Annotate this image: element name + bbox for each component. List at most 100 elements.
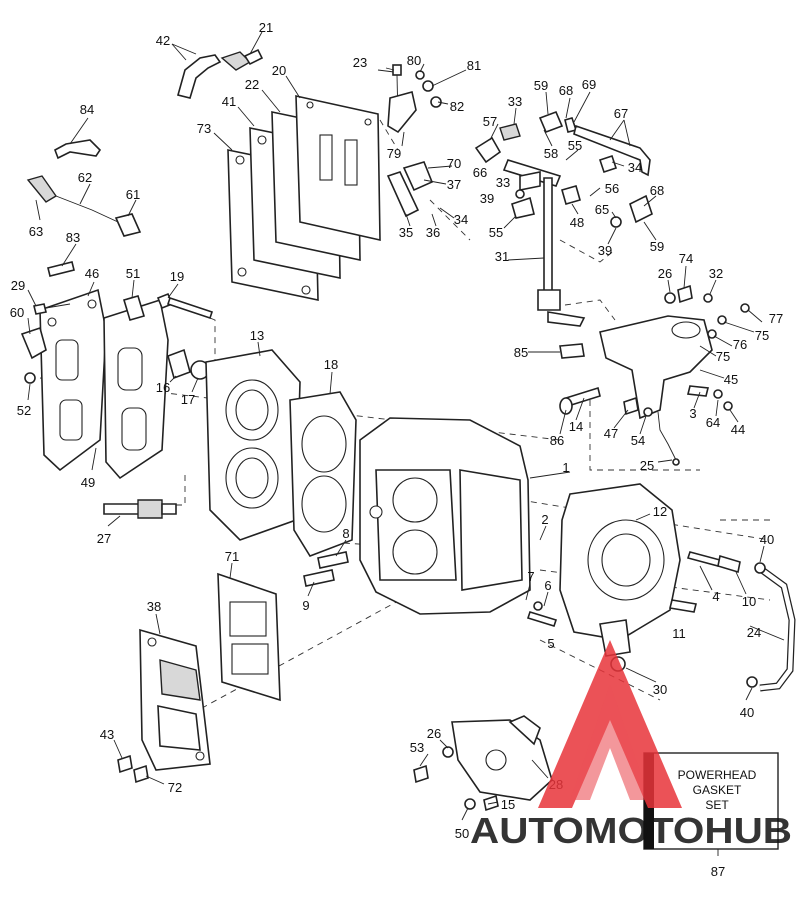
gasket-set-line2: GASKET: [693, 783, 742, 797]
link-25: [657, 411, 680, 466]
watermark-logo: AUTOMOTOHUB: [470, 640, 792, 851]
callout-74: 74: [679, 251, 693, 266]
bolt-11: [669, 599, 697, 613]
callout-75: 75: [716, 349, 730, 364]
callout-59: 59: [534, 78, 548, 93]
hose-24: [746, 562, 796, 692]
callout-63: 63: [29, 224, 43, 239]
small-hardware-80-82: [387, 70, 442, 134]
callout-45: 45: [724, 372, 738, 387]
callout-85: 85: [514, 345, 528, 360]
callout-58: 58: [544, 146, 558, 161]
callout-41: 41: [222, 94, 236, 109]
callout-77: 77: [769, 311, 783, 326]
callout-33: 33: [508, 94, 522, 109]
callout-46: 46: [85, 266, 99, 281]
callout-51: 51: [126, 266, 140, 281]
callout-32: 32: [709, 266, 723, 281]
callout-33: 33: [496, 175, 510, 190]
callout-80: 80: [407, 53, 421, 68]
callout-29: 29: [11, 278, 25, 293]
callout-53: 53: [410, 740, 424, 755]
hardware-3-64-44: [687, 385, 733, 411]
callout-87: 87: [711, 864, 725, 879]
callout-11: 11: [672, 626, 686, 641]
watermark-triangle-outer: [538, 640, 682, 808]
callout-48: 48: [570, 215, 584, 230]
callout-14: 14: [569, 419, 583, 434]
leader-lines: [27, 31, 785, 856]
callout-26: 26: [427, 726, 441, 741]
callout-22: 22: [245, 77, 259, 92]
callout-44: 44: [731, 422, 745, 437]
throttle-linkage: [386, 110, 653, 327]
callout-84: 84: [80, 102, 94, 117]
cylinder-block-1: [359, 417, 531, 615]
callout-64: 64: [706, 415, 720, 430]
callout-55: 55: [489, 225, 503, 240]
callout-4: 4: [712, 589, 719, 604]
callout-40: 40: [760, 532, 774, 547]
gasket-set-line3: SET: [705, 798, 729, 812]
callout-83: 83: [66, 230, 80, 245]
callout-10: 10: [742, 594, 756, 609]
dowel-pins-8-9: [303, 551, 349, 587]
callout-31: 31: [495, 249, 509, 264]
callout-59: 59: [650, 239, 664, 254]
callout-15: 15: [501, 797, 515, 812]
pin-14-86: [559, 386, 601, 415]
callout-1: 1: [562, 460, 569, 475]
callout-37: 37: [447, 177, 461, 192]
callout-43: 43: [100, 727, 114, 742]
intake-manifold-38: [139, 628, 211, 771]
bypass-cover-28: [451, 715, 553, 801]
callout-60: 60: [10, 305, 24, 320]
callout-24: 24: [747, 625, 761, 640]
callout-38: 38: [147, 599, 161, 614]
callout-79: 79: [387, 146, 401, 161]
bolt-4: [686, 551, 741, 574]
watermark-text: AUTOMOTOHUB: [470, 810, 792, 851]
callout-49: 49: [81, 475, 95, 490]
bolt-5: [526, 601, 558, 627]
bracket-45: [599, 315, 713, 420]
callout-30: 30: [653, 682, 667, 697]
callout-42: 42: [156, 33, 170, 48]
callout-69: 69: [582, 77, 596, 92]
callout-13: 13: [250, 328, 264, 343]
callout-25: 25: [640, 458, 654, 473]
callout-23: 23: [353, 55, 367, 70]
callout-65: 65: [595, 202, 609, 217]
callout-2: 2: [541, 512, 548, 527]
callout-56: 56: [605, 181, 619, 196]
callout-70: 70: [447, 156, 461, 171]
link-85: [559, 343, 585, 359]
crankcase-12: [559, 483, 681, 657]
callout-27: 27: [97, 531, 111, 546]
callout-3: 3: [689, 406, 696, 421]
sensor-harness-62: [26, 139, 142, 237]
callout-21: 21: [259, 20, 273, 35]
callout-12: 12: [653, 504, 667, 519]
callout-7: 7: [527, 569, 534, 584]
callout-35: 35: [399, 225, 413, 240]
callout-66: 66: [473, 165, 487, 180]
callout-8: 8: [342, 526, 349, 541]
exhaust-cover-46: [39, 288, 107, 472]
callout-26: 26: [658, 266, 672, 281]
callout-75: 75: [755, 328, 769, 343]
callout-39: 39: [480, 191, 494, 206]
callout-47: 47: [604, 426, 618, 441]
callout-55: 55: [568, 138, 582, 153]
callout-17: 17: [181, 392, 195, 407]
thermostat-16: [167, 348, 210, 380]
callout-39: 39: [598, 243, 612, 258]
callout-20: 20: [272, 63, 286, 78]
spark-plug-27: [103, 499, 177, 519]
callout-18: 18: [324, 357, 338, 372]
callout-52: 52: [17, 403, 31, 418]
callout-86: 86: [550, 433, 564, 448]
